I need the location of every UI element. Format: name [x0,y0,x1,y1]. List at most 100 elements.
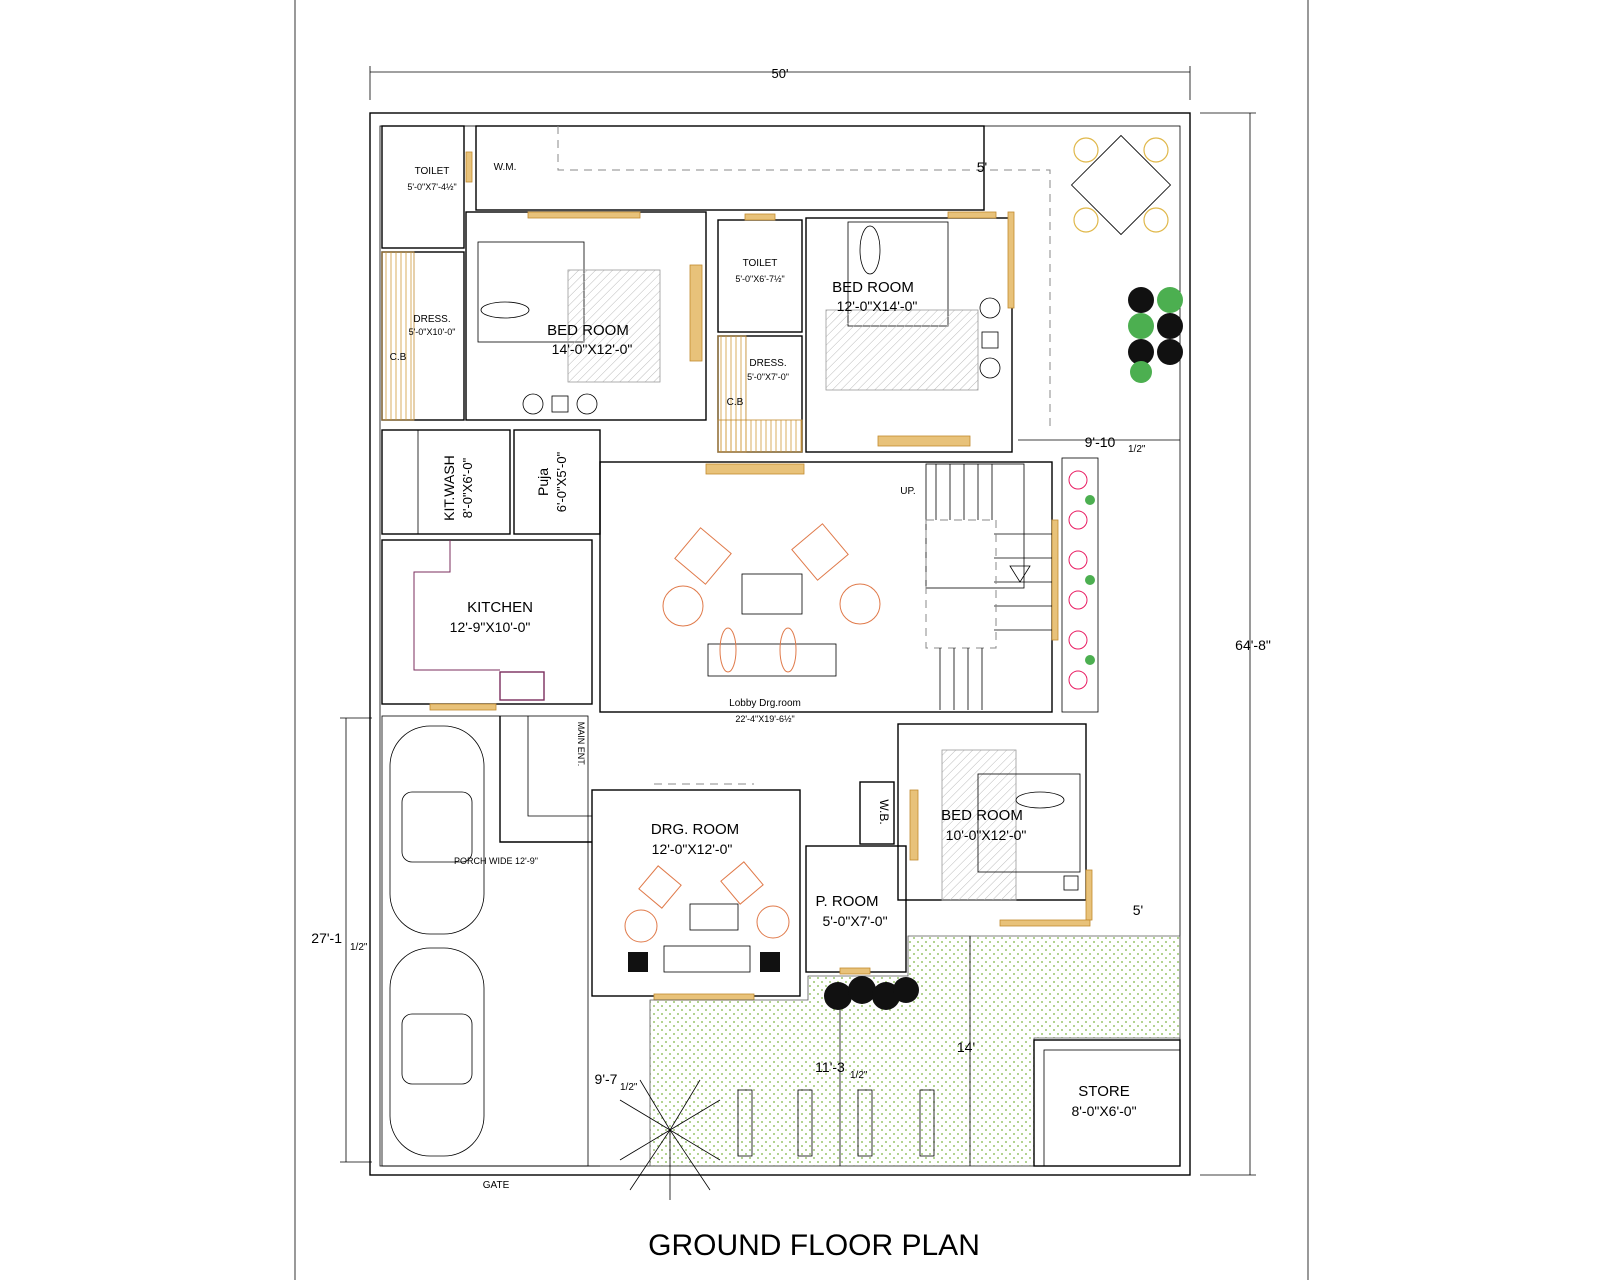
bed2-side-window [1007,211,1015,309]
porch-area [381,715,589,1167]
drg-window [653,993,755,1001]
porch-label: PORCH WIDE 12'-9" [454,856,538,866]
car-top [389,725,485,935]
bed2-chair-1 [979,297,1001,319]
proom-door [839,967,871,975]
bed3-name: BED ROOM [941,807,1023,824]
bed2-person [859,225,881,275]
drg-name: DRG. ROOM [651,821,739,838]
store-name: STORE [1078,1083,1129,1100]
kitchen-size: 12'-9"X10'-0" [450,619,531,635]
toilet2-size: 5'-0"X6'-7½" [735,274,784,284]
front-left-label: 9'-7 [595,1071,618,1087]
flower-planter [1061,457,1099,713]
toilet1-door [465,151,473,183]
staircase [925,463,1052,710]
proom-size: 5'-0"X7'-0" [822,913,887,929]
lobby-size: 22'-4"X19'-6½" [735,714,794,724]
garden-table-set [1070,134,1172,236]
bed1-side-door [689,264,703,362]
lawn-area [649,935,1181,1167]
bed1-window [527,211,641,219]
wb-label: W.B. [877,799,891,824]
boundary-dashed-line [557,126,1051,430]
depth-label: 64'-8" [1235,637,1271,653]
toilet2-name: TOILET [743,258,778,269]
main-ent-label: MAIN ENT. [576,722,586,767]
plan-title: GROUND FLOOR PLAN [648,1229,980,1262]
dimension-porch-depth: 27'-1 1/2" [311,717,372,1163]
store-inner [1043,1049,1181,1167]
front-left-frac: 1/2" [620,1082,638,1093]
wb-room [859,781,895,845]
bed2-table [981,331,999,349]
toilet1-room [381,125,465,249]
dress2-cb: C.B [727,397,744,408]
dress2-size: 5'-0"X7'-0" [747,372,789,382]
toilet1-name: TOILET [415,166,450,177]
bed3-window [1085,869,1093,921]
bed2-rug [825,309,979,391]
main-entrance-step [527,716,592,817]
main-entrance-wall [499,716,592,843]
width-label: 50' [772,66,789,81]
bed2-door [877,435,971,447]
dimension-depth: 64'-8" [1200,112,1271,1176]
bed1-size: 14'-0"X12'-0" [552,341,633,357]
porch-depth-frac: 1/2" [350,942,368,953]
drg-size: 12'-0"X12'-0" [652,841,733,857]
lawn-width-frac: 1/2" [850,1070,868,1081]
dress1-cb: C.B [390,352,407,363]
car-bottom [389,947,485,1157]
palm-tree [619,1079,721,1200]
toilet2-window [744,213,776,221]
bed3-person [1015,791,1065,809]
dimension-width: 50' [369,66,1191,100]
shrubs-top-right [1128,287,1183,383]
bed1-chair-1 [522,393,544,415]
toilet1-size: 5'-0"X7'-4½" [407,182,456,192]
bed2-chair-2 [979,357,1001,379]
kitchen-window [429,703,497,711]
store-size: 8'-0"X6'-0" [1071,1103,1136,1119]
wm-area [475,125,985,211]
bed3-bed [977,773,1081,873]
wm-label: W.M. [494,162,517,173]
kitchen-stove [499,671,545,701]
puja-name: Puja [535,468,551,496]
lobby-sofa-set [662,523,881,677]
puja-size: 6'-0"X5'-0" [554,451,569,512]
kitchen-counter [413,540,500,671]
paver-4 [919,1089,935,1157]
dress1-size: 5'-0"X10'-0" [409,327,456,337]
lobby-side-window [1051,519,1059,641]
paver-3 [857,1089,873,1157]
bed2-size: 12'-0"X14'-0" [837,298,918,314]
lawn-depth-label: 14' [957,1039,975,1055]
dress2-shelf [717,419,803,453]
lobby-door-top [705,463,805,475]
bed2-room [805,217,1013,453]
paver-1 [737,1089,753,1157]
bed1-chair-2 [576,393,598,415]
bed1-rug [567,269,661,383]
bed2-name: BED ROOM [832,279,914,296]
bed3-door [909,789,919,861]
bed2-window [947,211,997,219]
bed3-bottom-window [999,919,1091,927]
setback-top-label: 5' [977,159,987,175]
setback-right-label: 9'-10 [1085,434,1116,450]
dress1-name: DRESS. [413,314,450,325]
bed3-side-table [1063,875,1079,891]
plot-boundary [369,112,1191,1176]
tree-cluster [824,976,919,1010]
setback-right-frac: 1/2" [1128,444,1146,455]
porch-depth-label: 27'-1 [311,930,342,946]
drg-sofa-set [624,861,790,973]
gate-label: GATE [483,1180,510,1191]
bed3-rug [941,749,1017,901]
kitwash-room [381,429,511,535]
bed1-person [480,301,530,319]
paver-2 [797,1089,813,1157]
